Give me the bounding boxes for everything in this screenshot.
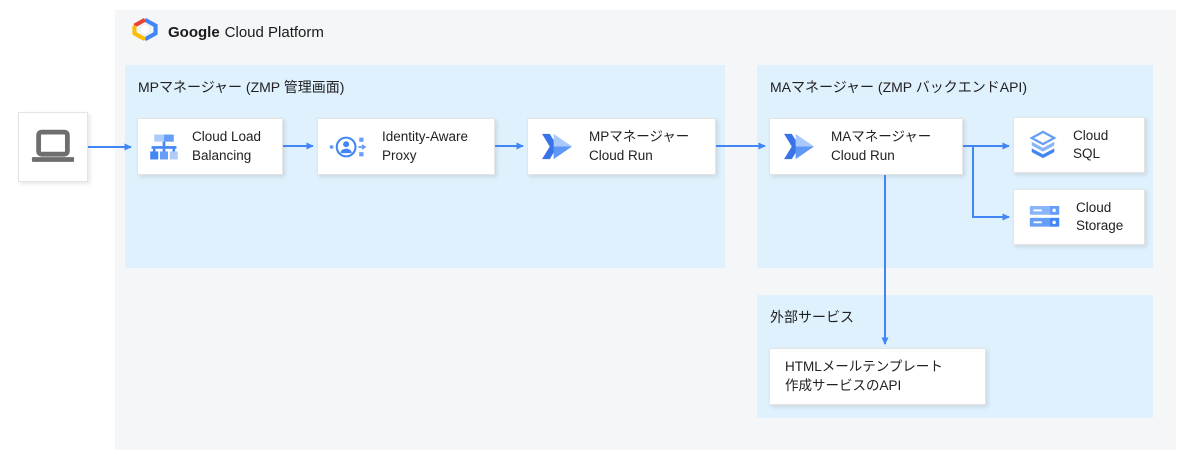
node-label: Cloud SQL [1073, 127, 1108, 163]
label-line2: 作成サービスのAPI [785, 377, 902, 393]
label-line2: Balancing [192, 147, 252, 163]
cloud-sql-icon [1028, 130, 1058, 161]
brand-rest: Cloud Platform [224, 23, 324, 41]
group-ma-title: MAマネージャー (ZMP バックエンドAPI) [770, 79, 1027, 95]
node-mp-cloud-run: MPマネージャー Cloud Run [527, 118, 716, 175]
label-line2: Storage [1076, 218, 1124, 233]
node-client [18, 112, 88, 182]
brand-bold: Google [168, 23, 220, 41]
group-external-title: 外部サービス [770, 309, 854, 325]
label-line1: Cloud [1073, 127, 1109, 143]
label-line2: Cloud Run [831, 147, 895, 163]
label-line2: SQL [1073, 146, 1101, 161]
node-cloud-storage: Cloud Storage [1013, 189, 1145, 245]
cloud-run-icon [541, 132, 574, 161]
label-line2: Proxy [382, 147, 417, 163]
node-ma-cloud-run: MAマネージャー Cloud Run [769, 118, 963, 175]
cloud-run-icon [783, 132, 816, 161]
laptop-icon [30, 129, 76, 165]
label-line2: Cloud Run [589, 147, 653, 163]
node-cloud-sql: Cloud SQL [1013, 117, 1145, 173]
cloud-load-balancing-icon [148, 132, 180, 162]
label-line1: Identity-Aware [382, 129, 469, 145]
node-identity-aware-proxy: Identity-Aware Proxy [317, 118, 495, 175]
gcp-header-title: Google Cloud Platform [168, 24, 324, 41]
node-cloud-load-balancing: Cloud Load Balancing [137, 118, 283, 175]
group-mp-title: MPマネージャー (ZMP 管理画面) [138, 79, 345, 95]
cloud-storage-icon [1028, 204, 1061, 230]
node-label: Identity-Aware Proxy [382, 128, 468, 164]
identity-aware-proxy-icon [328, 132, 368, 162]
label-line1: MPマネージャー [589, 129, 690, 145]
node-label: Cloud Storage [1076, 199, 1123, 235]
label-line1: Cloud [1076, 199, 1112, 215]
label-line1: Cloud Load [192, 129, 262, 145]
google-cloud-hexagon-logo-icon [132, 17, 158, 46]
node-label: Cloud Load Balancing [192, 128, 261, 164]
node-external-html-api: HTMLメールテンプレート 作成サービスのAPI [769, 348, 986, 405]
label-line1: HTMLメールテンプレート [785, 359, 943, 375]
label-line1: MAマネージャー [831, 129, 932, 145]
node-label: MAマネージャー Cloud Run [831, 128, 931, 164]
gcp-header: Google Cloud Platform [132, 17, 324, 46]
node-label: HTMLメールテンプレート 作成サービスのAPI [785, 358, 943, 394]
node-label: MPマネージャー Cloud Run [589, 128, 689, 164]
